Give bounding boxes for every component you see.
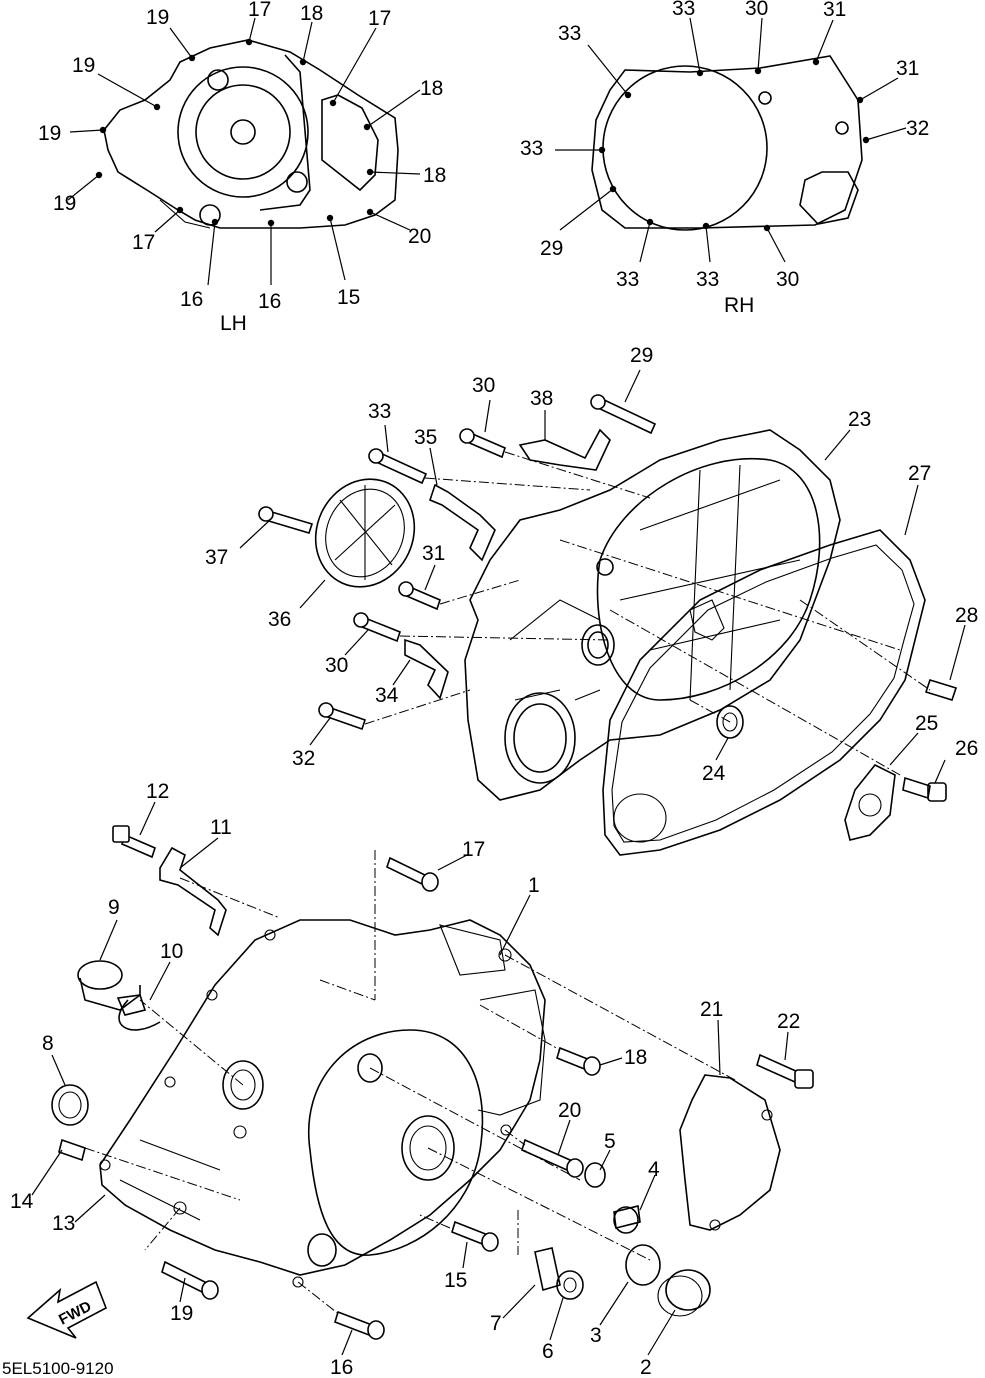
callout-label: 17	[462, 838, 485, 861]
callout-label: 18	[300, 2, 323, 25]
callout-label: 12	[146, 780, 169, 803]
callout-label: 3	[590, 1324, 602, 1347]
small-parts-upper	[716, 679, 958, 841]
crankcase-cover-lh	[99, 919, 546, 1288]
callout-label: 33	[558, 22, 581, 45]
callout-label: 33	[520, 137, 543, 160]
callout-label: 22	[777, 1010, 800, 1033]
bolts-lower	[161, 856, 814, 1340]
callout-label: 30	[745, 0, 768, 20]
callout-label: 17	[132, 231, 155, 254]
callout-label: 5	[604, 1130, 616, 1153]
rh-view-label: RH	[724, 294, 754, 317]
callout-label: 2	[640, 1356, 652, 1378]
small-parts-lower	[534, 1162, 711, 1317]
callout-label: 1	[528, 874, 540, 897]
callout-label: 20	[408, 225, 431, 248]
callout-label: 30	[472, 374, 495, 397]
assembly-lines-lower	[84, 850, 736, 1316]
callout-label: 26	[955, 737, 978, 760]
callout-label: 35	[414, 426, 437, 449]
callout-label: 33	[616, 268, 639, 291]
callout-label: 31	[422, 542, 445, 565]
callout-label: 33	[368, 400, 391, 423]
callout-label: 15	[444, 1269, 467, 1292]
rh-cover-outline	[591, 55, 863, 231]
brackets-upper	[404, 428, 611, 700]
oil-filler-cap-9	[77, 960, 161, 1031]
callout-label: 11	[210, 816, 232, 839]
diagram-code: 5EL5100-9120	[2, 1359, 114, 1378]
callout-label: 19	[146, 6, 169, 29]
callout-label: 31	[823, 0, 846, 21]
lh-leader-lines	[67, 17, 421, 286]
callout-label: 23	[848, 408, 871, 431]
crankcase-cover-rh	[464, 429, 841, 801]
callout-label: 27	[908, 462, 931, 485]
rh-leader-lines	[555, 17, 907, 263]
callout-label: 16	[330, 1356, 353, 1378]
callout-label: 19	[170, 1302, 193, 1325]
lh-cover-outline	[103, 39, 399, 229]
callout-label: 14	[10, 1190, 34, 1213]
rh-callout-labels: 33 33 30 31 31 33 32 29 33 33 30	[520, 0, 929, 291]
callout-label: 19	[72, 54, 95, 77]
callout-label: 6	[542, 1340, 554, 1363]
callout-label: 16	[180, 288, 203, 311]
callout-label: 9	[108, 896, 120, 919]
bracket-11	[112, 825, 227, 937]
callout-label: 20	[558, 1099, 581, 1122]
callout-label: 31	[896, 57, 919, 80]
callout-label: 34	[375, 684, 399, 707]
callout-label: 37	[205, 546, 228, 569]
callout-label: 32	[906, 117, 929, 140]
callout-label: 33	[672, 0, 695, 20]
callout-label: 38	[530, 387, 553, 410]
cover-21	[679, 1074, 781, 1231]
callout-label: 18	[423, 164, 446, 187]
callout-label: 17	[368, 7, 391, 30]
callout-label: 21	[700, 998, 723, 1021]
callout-label: 30	[325, 654, 348, 677]
callout-label: 30	[776, 268, 799, 291]
callout-label: 13	[52, 1212, 75, 1235]
plug-8	[51, 1084, 89, 1162]
lh-callout-labels: 19 17 18 17 19 18 19 18 19 17 16 16 15 2…	[38, 0, 446, 313]
callout-label: 32	[292, 747, 315, 770]
cover-36	[314, 478, 416, 588]
callout-label: 24	[702, 762, 726, 785]
callout-label: 19	[38, 122, 61, 145]
rh-bolt-holes	[598, 58, 870, 232]
callout-label: 25	[915, 712, 938, 735]
assembly-lines-upper	[364, 451, 931, 776]
callout-label: 16	[258, 290, 281, 313]
lh-view-label: LH	[220, 312, 247, 335]
leader-lines-upper	[239, 369, 966, 784]
callout-label: 29	[630, 344, 653, 367]
callout-label: 18	[420, 77, 443, 100]
callout-label: 28	[955, 604, 978, 627]
callout-label: 7	[490, 1312, 502, 1335]
callout-label: 17	[248, 0, 271, 21]
exploded-callout-labels: 29 30 38 33 35 23 27 37 31 36 28 30 34 3…	[10, 344, 978, 1378]
callout-label: 8	[42, 1032, 54, 1055]
bolts-upper	[258, 394, 657, 731]
callout-label: 15	[337, 286, 360, 309]
gasket-27	[602, 529, 926, 856]
callout-label: 10	[160, 940, 183, 963]
callout-label: 33	[696, 268, 719, 291]
callout-label: 36	[268, 608, 291, 631]
leader-lines-lower	[31, 801, 789, 1356]
callout-label: 29	[540, 237, 563, 260]
callout-label: 18	[624, 1046, 647, 1069]
callout-label: 4	[648, 1158, 660, 1181]
callout-label: 19	[53, 192, 76, 215]
forward-arrow-icon	[26, 1280, 108, 1339]
